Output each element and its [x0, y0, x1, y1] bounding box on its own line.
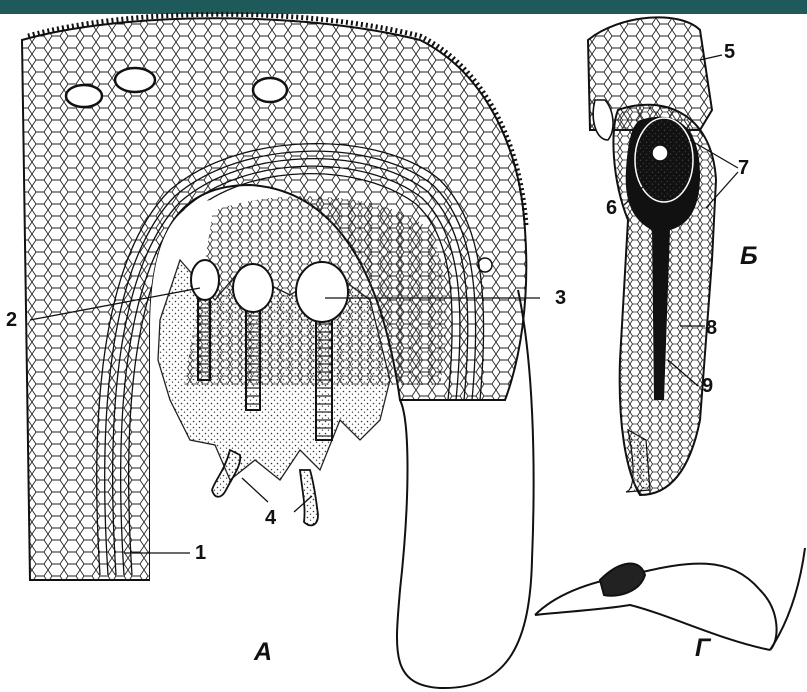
label-3: 3 [555, 288, 566, 308]
panel-label-b: Б [740, 244, 758, 269]
label-1: 1 [195, 543, 206, 563]
label-6: 6 [606, 198, 617, 218]
label-8: 8 [706, 318, 717, 338]
resin-duct [115, 68, 155, 92]
label-4: 4 [265, 508, 276, 528]
panel-b-archegonium [588, 17, 716, 495]
panel-label-a: А [254, 640, 272, 665]
label-9: 9 [702, 376, 713, 396]
stippled-tissue [158, 260, 390, 480]
panel-a-section [22, 14, 534, 688]
label-2: 2 [6, 310, 17, 330]
label-5: 5 [724, 42, 735, 62]
label-7: 7 [738, 158, 749, 178]
panel-g-pollen [535, 548, 805, 650]
egg-nucleus [652, 145, 668, 161]
resin-duct [66, 85, 102, 107]
panel-label-g: Г [695, 636, 710, 661]
resin-duct [253, 78, 287, 102]
